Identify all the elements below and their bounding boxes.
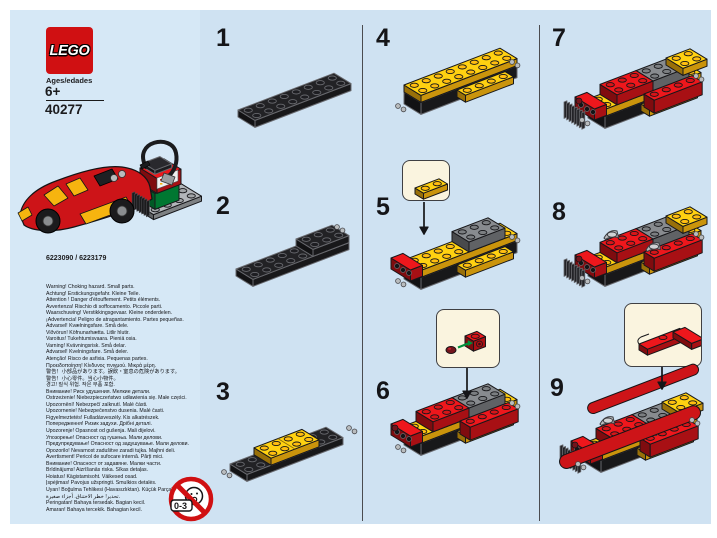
instruction-canvas: LEGO Ages/edades 6+ 40277 6223090 / 6223…	[10, 10, 711, 524]
step-6-illustration	[390, 368, 521, 456]
step-4: 4	[364, 18, 537, 153]
divider-rule	[46, 100, 104, 101]
step-2: 2	[200, 186, 360, 370]
step-5-part-callout	[402, 160, 450, 201]
step-1: 1	[200, 18, 360, 184]
choking-warning-text: Warning! Choking hazard. Small parts.Ach…	[46, 284, 190, 513]
step-5: 5	[364, 155, 537, 305]
step-7-number: 7	[552, 24, 566, 52]
step-8: 8	[540, 172, 712, 300]
step-1-number: 1	[216, 24, 230, 52]
step-6: 6	[364, 305, 537, 495]
column-divider-2	[539, 25, 540, 521]
column-divider-1	[362, 25, 363, 521]
step-3: 3	[200, 372, 360, 532]
ages-label: Ages/edades	[46, 76, 93, 85]
step-7: 7	[540, 18, 712, 170]
step-5-part-yellow-plate	[414, 178, 448, 200]
step-9: 9	[540, 300, 712, 524]
step-3-illustration	[221, 425, 358, 482]
step-9-illustration	[559, 363, 704, 474]
step-2-illustration	[235, 224, 350, 287]
step-8-illustration	[563, 206, 708, 288]
item-numbers: 6223090 / 6223179	[46, 255, 107, 262]
car-and-gas-pump-illustration	[17, 139, 202, 234]
step-4-number: 4	[376, 24, 390, 52]
step-7-illustration	[563, 48, 708, 130]
step-6-number: 6	[376, 377, 390, 405]
step-9-part-red-mudguard	[637, 326, 705, 356]
step-5-number: 5	[376, 193, 390, 221]
step-9-part-callout	[624, 303, 705, 367]
step-1-illustration	[237, 72, 352, 128]
step-8-number: 8	[552, 198, 566, 226]
age-value: 6+	[45, 84, 61, 99]
sidebar: LEGO Ages/edades 6+ 40277 6223090 / 6223…	[10, 10, 214, 524]
choking-hazard-0-3-icon: 0-3	[168, 476, 214, 522]
set-number: 40277	[45, 102, 83, 117]
step-3-number: 3	[216, 378, 230, 406]
lego-logo-text: LEGO	[49, 42, 90, 59]
step-9-number: 9	[550, 374, 564, 402]
svg-text:0-3: 0-3	[174, 501, 187, 511]
step-2-number: 2	[216, 192, 230, 220]
step-6-part-callout	[436, 309, 500, 368]
step-4-illustration	[395, 47, 521, 115]
step-6-part-red-brick-and-dish	[445, 330, 486, 355]
step-5-illustration	[390, 202, 521, 290]
lego-logo: LEGO	[46, 27, 93, 74]
